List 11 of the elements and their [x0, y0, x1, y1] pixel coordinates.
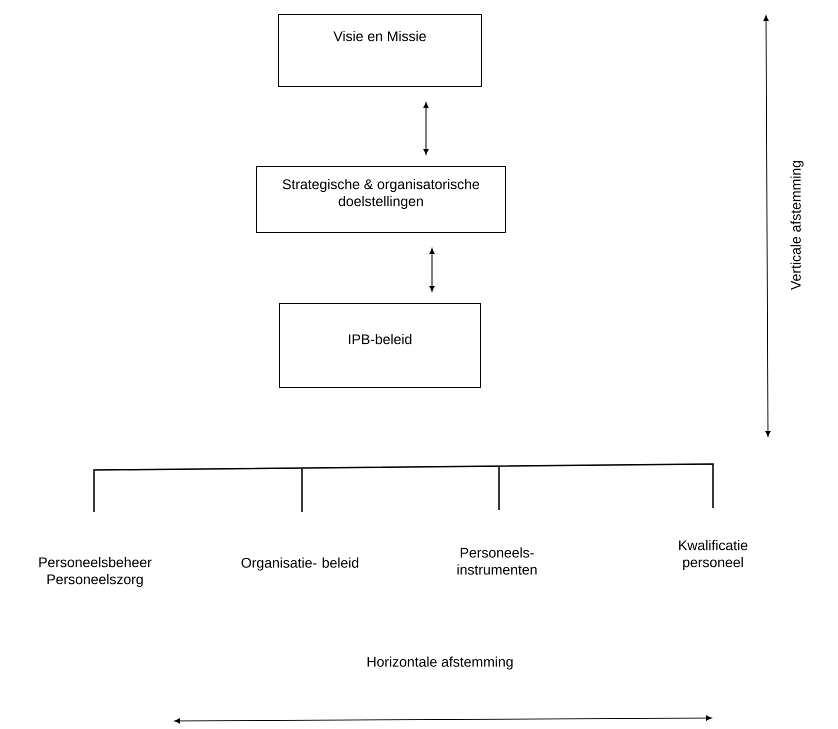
category-text: Personeels- instrumenten — [457, 547, 537, 575]
arrow — [429, 248, 435, 292]
category-text: Kwalificatie personeel — [679, 540, 748, 570]
process-box: IPB-beleid — [279, 303, 481, 388]
process-box: Visie en Missie — [278, 14, 482, 87]
process-box: Strategische & organisatorische doelstellingen — [256, 166, 506, 233]
category-text: Organisatie- beleid — [242, 557, 358, 571]
axis-label: Horizontale afstemming — [368, 656, 513, 670]
arrow — [423, 102, 429, 155]
category-text: Personeelsbeheer Personeelszorg — [39, 556, 152, 588]
axis-label: Verticale afstemming — [790, 160, 804, 290]
